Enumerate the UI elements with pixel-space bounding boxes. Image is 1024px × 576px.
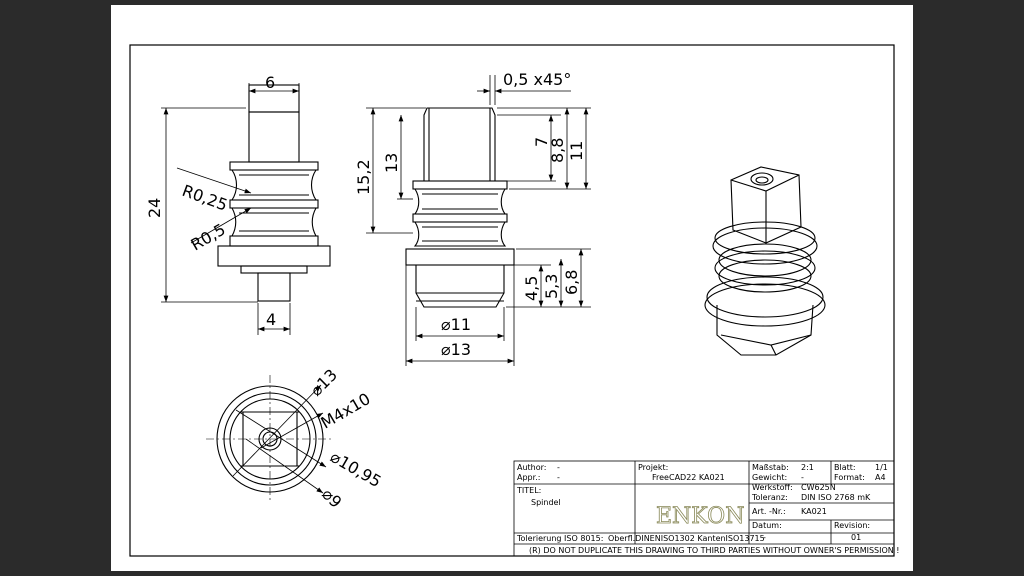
front-view-dimensions: [366, 75, 591, 366]
front-view: [405, 107, 515, 308]
revision-label: Revision:: [834, 521, 870, 530]
dim-height-4-5: 4,5: [522, 276, 541, 301]
datum-value: -: [763, 533, 766, 542]
author-label: Author:: [517, 463, 547, 472]
format-value: A4: [875, 473, 886, 482]
toleranz-label: Toleranz:: [751, 493, 788, 502]
dim-height-8-8: 8,8: [548, 138, 567, 163]
projekt-label: Projekt:: [638, 463, 668, 472]
isometric-view: [704, 166, 826, 356]
author-value: -: [557, 463, 560, 472]
dim-height-7: 7: [532, 137, 551, 147]
dim-thread-m4x10: M4x10: [318, 389, 374, 432]
dim-height-24: 24: [145, 198, 164, 218]
side-view-dimensions: [161, 83, 300, 335]
dim-height-5-3: 5,3: [542, 274, 561, 299]
gewicht-label: Gewicht:: [752, 473, 787, 482]
drawing-sheet: 6 R0,25 R0,5 24 4: [111, 5, 913, 571]
gewicht-value: -: [801, 473, 804, 482]
drawing-frame: [129, 44, 895, 557]
projekt-value: FreeCAD22 KA021: [652, 473, 725, 482]
enkon-logo: ENKON: [656, 504, 744, 529]
dim-diameter-11: ⌀11: [441, 315, 471, 334]
dim-diameter-13-front: ⌀13: [441, 340, 471, 359]
top-view-dimensions: [232, 384, 327, 494]
werkstoff-label: Werkstoff:: [752, 483, 793, 492]
title-block: [513, 460, 895, 557]
tolerierung-note: Tolerierung ISO 8015:: [516, 534, 603, 543]
dim-diameter-10-95: ⌀10,95: [327, 447, 385, 491]
appr-value: -: [557, 473, 560, 482]
dim-chamfer: 0,5 x45°: [503, 70, 571, 89]
toleranz-value: DIN ISO 2768 mK: [801, 493, 871, 502]
title-block-texts: Author: - Appr.: - Projekt: FreeCAD22 KA…: [516, 463, 900, 555]
dim-height-11: 11: [567, 141, 586, 161]
massstab-value: 2:1: [801, 463, 814, 472]
blatt-value: 1/1: [875, 463, 888, 472]
titel-label: TITEL:: [516, 486, 541, 495]
werkstoff-value: CW625N: [801, 483, 836, 492]
top-view-centerlines: [206, 375, 334, 503]
titel-value: Spindel: [531, 498, 561, 507]
blatt-label: Blatt:: [834, 463, 856, 472]
dim-width-4: 4: [266, 310, 276, 329]
revision-value: 01: [851, 533, 861, 542]
side-view: [217, 84, 331, 302]
artnr-value: KA021: [801, 507, 827, 516]
dim-height-13: 13: [382, 153, 401, 173]
dim-width-6: 6: [265, 73, 275, 92]
dim-radius-0-25: R0,25: [180, 181, 230, 215]
artnr-label: Art. -Nr.:: [752, 507, 786, 516]
permission-notice: (R) DO NOT DUPLICATE THIS DRAWING TO THI…: [529, 546, 900, 555]
format-label: Format:: [834, 473, 865, 482]
dim-diameter-9: ⌀9: [318, 484, 345, 511]
dim-height-15-2: 15,2: [354, 159, 373, 195]
appr-label: Appr.:: [517, 473, 540, 482]
oberflaeche-note: Oberfl.DINENISO1302 KantenISO13715: [608, 534, 765, 543]
datum-label: Datum:: [752, 521, 782, 530]
technical-drawing: 6 R0,25 R0,5 24 4: [129, 44, 900, 557]
dim-height-6-8: 6,8: [562, 270, 581, 295]
massstab-label: Maßstab:: [752, 463, 789, 472]
